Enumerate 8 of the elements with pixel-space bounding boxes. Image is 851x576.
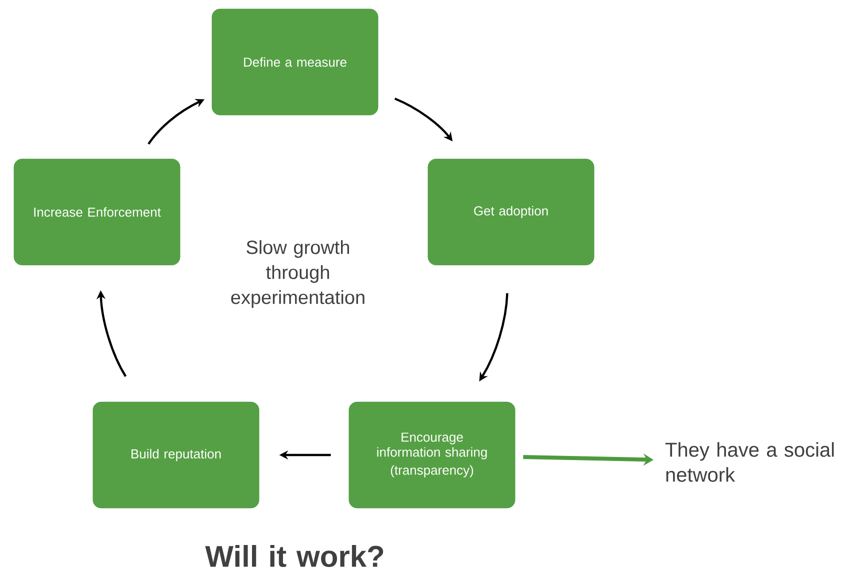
process-box: Encourage information sharing (transparency) <box>348 402 516 508</box>
question-heading: Will it work? <box>205 545 384 568</box>
process-box: Increase Enforcement <box>14 158 180 266</box>
process-box: Build reputation <box>92 402 260 508</box>
process-box: Get adoption <box>428 158 594 266</box>
note-text: They have a social network <box>665 442 834 482</box>
process-box: Define a measure <box>212 8 378 116</box>
center-note: Slow growth through experimentation <box>231 240 364 308</box>
